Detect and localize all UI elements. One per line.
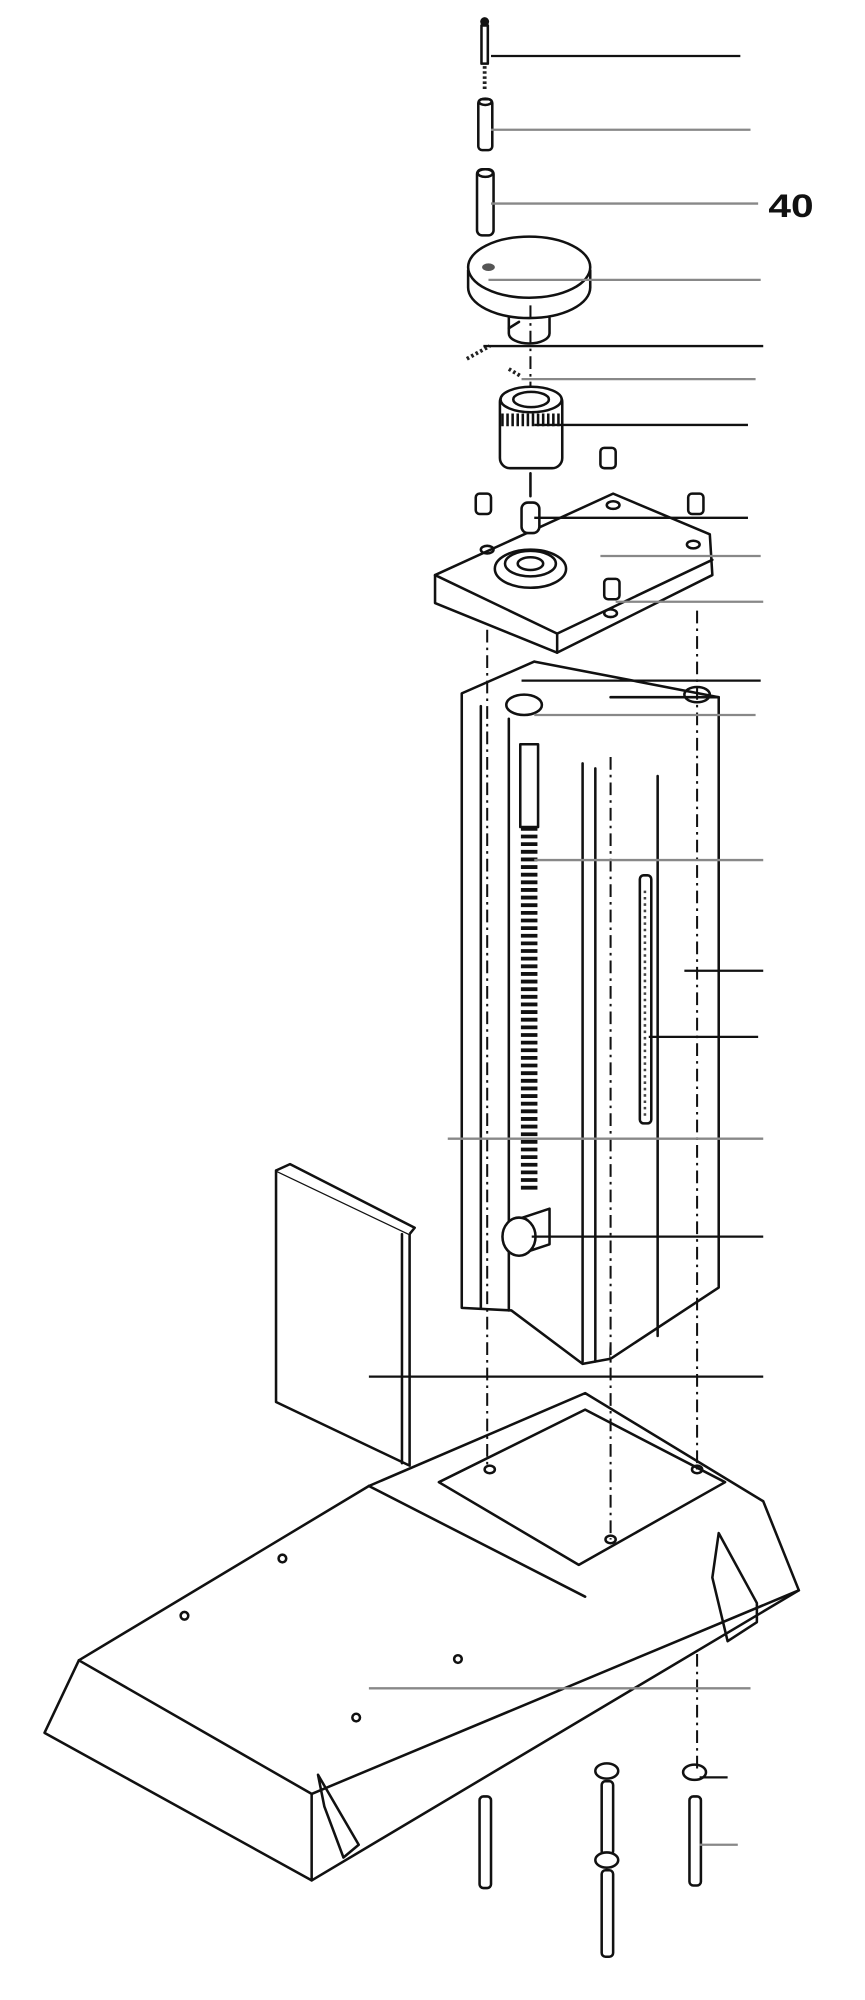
callout-label-40: 40 <box>768 188 813 224</box>
pin-2 <box>507 367 523 379</box>
handwheel-disc <box>466 235 592 345</box>
knurled-coupling <box>498 385 564 470</box>
base <box>43 1391 801 1882</box>
leader-lines <box>368 54 764 1846</box>
alignment-lines <box>486 305 699 1769</box>
column-housing <box>460 660 720 1366</box>
base-bolts <box>478 1762 708 1959</box>
bolt-top <box>480 17 490 90</box>
screws <box>474 446 705 601</box>
top-plate <box>433 492 714 654</box>
side-cover <box>274 1162 416 1467</box>
sleeve-40 <box>475 167 495 237</box>
lead-screw <box>519 743 540 1190</box>
pin-1 <box>465 320 521 361</box>
scale <box>638 874 653 1125</box>
spacer <box>477 97 494 152</box>
knob <box>501 1207 551 1257</box>
